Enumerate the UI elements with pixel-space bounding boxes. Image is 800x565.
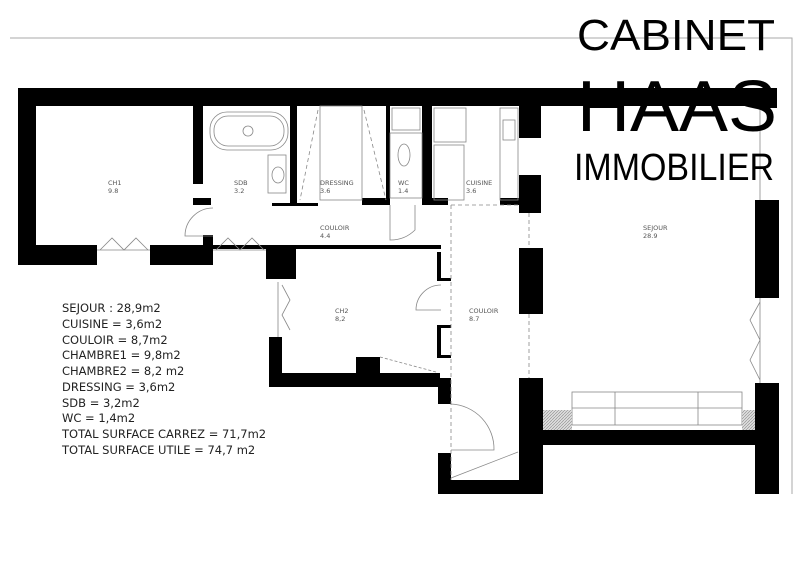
surface-line: CHAMBRE1 = 9,8m2 bbox=[62, 348, 181, 362]
surface-line: DRESSING = 3,6m2 bbox=[62, 380, 175, 394]
brand-logo: CABINET HAAS IMMOBILIER bbox=[574, 11, 777, 189]
room-area-ch1: 9.8 bbox=[108, 187, 118, 195]
brand-line-1: CABINET bbox=[577, 11, 775, 60]
walls bbox=[18, 88, 779, 494]
room-label-couloir-2: COULOIR bbox=[469, 307, 499, 315]
room-label-couloir: COULOIR bbox=[320, 224, 350, 232]
room-label-wc: WC bbox=[398, 179, 409, 187]
surface-line: CUISINE = 3,6m2 bbox=[62, 317, 162, 331]
sheet-frame bbox=[10, 37, 793, 494]
surface-total-carrez: TOTAL SURFACE CARREZ = 71,7m2 bbox=[61, 427, 266, 441]
hatched-radiator-left bbox=[543, 410, 572, 430]
surface-line: WC = 1,4m2 bbox=[62, 411, 135, 425]
room-label-sdb: SDB bbox=[234, 179, 248, 187]
room-label-dressing: DRESSING bbox=[320, 179, 354, 187]
room-area-wc: 1.4 bbox=[398, 187, 408, 195]
room-area-cuisine: 3.6 bbox=[466, 187, 476, 195]
room-area-sdb: 3.2 bbox=[234, 187, 244, 195]
surface-total-utile: TOTAL SURFACE UTILE = 74,7 m2 bbox=[61, 443, 255, 457]
surface-legend: SEJOUR : 28,9m2 CUISINE = 3,6m2 COULOIR … bbox=[61, 301, 266, 457]
brand-line-2: HAAS bbox=[577, 67, 777, 147]
room-area-dressing: 3.6 bbox=[320, 187, 330, 195]
surface-line: CHAMBRE2 = 8,2 m2 bbox=[62, 364, 184, 378]
surface-line: SEJOUR : 28,9m2 bbox=[62, 301, 161, 315]
room-label-cuisine: CUISINE bbox=[466, 179, 492, 187]
room-area-ch2: 8,2 bbox=[335, 315, 345, 323]
hatched-radiator-right bbox=[742, 410, 755, 430]
room-labels: CH1 9.8 SDB 3.2 DRESSING 3.6 WC 1.4 CUIS… bbox=[108, 179, 668, 323]
room-label-ch1: CH1 bbox=[108, 179, 122, 187]
brand-line-3: IMMOBILIER bbox=[574, 147, 774, 189]
room-label-ch2: CH2 bbox=[335, 307, 349, 315]
room-area-couloir-2: 8.7 bbox=[469, 315, 479, 323]
fixtures bbox=[97, 105, 761, 480]
room-area-sejour: 28.9 bbox=[643, 232, 657, 240]
surface-line: COULOIR = 8,7m2 bbox=[62, 333, 168, 347]
room-label-sejour: SEJOUR bbox=[643, 224, 668, 232]
surface-line: SDB = 3,2m2 bbox=[62, 396, 140, 410]
room-area-couloir: 4.4 bbox=[320, 232, 330, 240]
